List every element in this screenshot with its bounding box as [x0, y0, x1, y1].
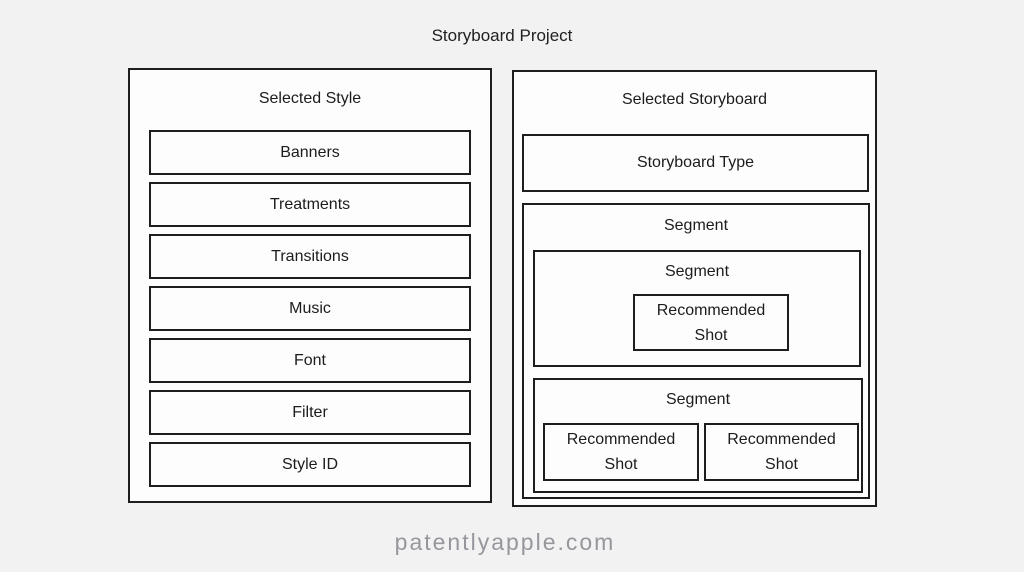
storyboard-type-box: Storyboard Type	[522, 134, 869, 192]
selected-storyboard-panel: Selected Storyboard Storyboard Type Segm…	[512, 70, 877, 507]
style-item-treatments: Treatments	[149, 182, 471, 227]
segment-group-label: Segment	[663, 217, 729, 234]
style-item-font: Font	[149, 338, 471, 383]
recommended-shot-box: Recommended Shot	[633, 294, 789, 351]
style-item-transitions: Transitions	[149, 234, 471, 279]
style-item-banners: Banners	[149, 130, 471, 175]
recommended-shot-label: Recommended Shot	[656, 301, 766, 344]
diagram-title: Storyboard Project	[431, 26, 573, 45]
recommended-shot-label: Recommended Shot	[727, 431, 836, 473]
style-item-style-id: Style ID	[149, 442, 471, 487]
patentlyapple-watermark: patentlyapple.com	[394, 529, 616, 555]
style-item-music: Music	[149, 286, 471, 331]
selected-storyboard-title: Selected Storyboard	[622, 91, 767, 108]
recommended-shot-box: Recommended Shot	[543, 423, 699, 481]
segment-group-box: Segment Segment Recommended Shot Segment…	[522, 203, 870, 499]
selected-style-panel: Selected Style Banners Treatments Transi…	[128, 68, 492, 503]
segment-box-1: Segment Recommended Shot	[533, 250, 861, 367]
recommended-shot-label: Recommended Shot	[566, 431, 676, 473]
segment-2-label: Segment	[665, 391, 731, 408]
segment-1-label: Segment	[664, 263, 730, 280]
style-attribute-list: Banners Treatments Transitions Music Fon…	[149, 130, 471, 487]
recommended-shot-box: Recommended Shot	[704, 423, 859, 481]
style-item-filter: Filter	[149, 390, 471, 435]
segment-box-2: Segment Recommended Shot Recommended Sho…	[533, 378, 863, 493]
selected-style-title: Selected Style	[258, 90, 362, 107]
